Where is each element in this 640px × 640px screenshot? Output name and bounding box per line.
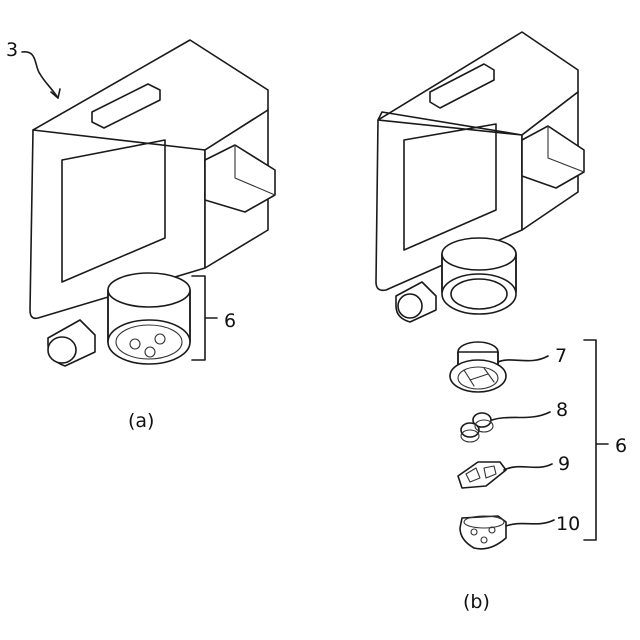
ref-label-connector-a: 6 [224,310,236,332]
ref-label-part-9: 9 [558,453,570,475]
caption-b: (b) [463,591,490,613]
ref-label-part-10: 10 [556,513,580,535]
part-10-cap [460,516,506,549]
device-leader-arrow [22,52,58,98]
part-7-housing [450,342,506,392]
device-exploded [376,32,584,322]
device-assembled [30,40,275,366]
ref-label-connector-b: 6 [615,435,627,457]
caption-a: (a) [128,410,154,432]
ref-label-part-8: 8 [556,399,568,421]
ref-label-device: 3 [6,39,18,61]
connector-bracket-a [192,276,217,360]
part-8-pins [461,413,493,442]
connector-bracket-b [584,340,608,540]
ref-label-part-7: 7 [555,345,567,367]
part-9-holder [458,462,506,488]
